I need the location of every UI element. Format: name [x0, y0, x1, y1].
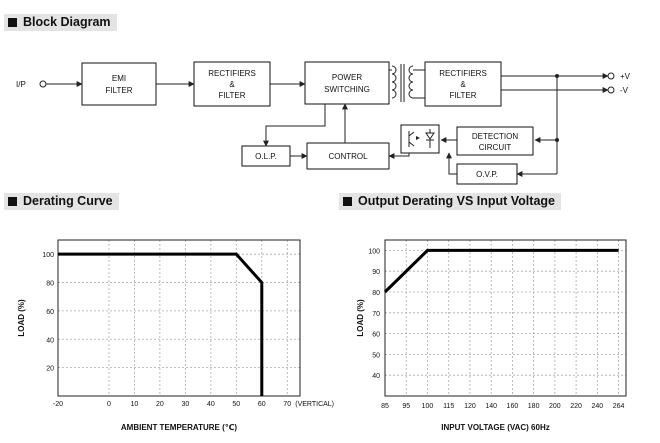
- chart-grid: [385, 240, 626, 396]
- emi-filter-label-2: FILTER: [106, 86, 133, 95]
- x-tick-labels: 85 95 100 115 120 140 160 180 200 220 240 264: [381, 403, 624, 410]
- x-axis-label: AMBIENT TEMPERATURE (℃): [121, 423, 238, 432]
- x-extra-label: (VERTICAL): [295, 401, 334, 408]
- x-tick-label: 240: [591, 403, 603, 410]
- y-tick-label: 80: [372, 290, 380, 297]
- bullet-square-icon: [343, 197, 352, 206]
- wire: [446, 152, 457, 175]
- wire: [388, 153, 410, 159]
- y-tick-label: 40: [46, 337, 54, 344]
- output-negative-terminal: [607, 86, 615, 94]
- emi-filter-block: [81, 62, 157, 106]
- y-tick-label: 60: [46, 309, 54, 316]
- x-axis-label: INPUT VOLTAGE (VAC) 60Hz: [441, 423, 549, 432]
- x-tick-label: 200: [549, 403, 561, 410]
- x-tick-label: 100: [422, 403, 434, 410]
- output-positive-label: +V: [620, 72, 631, 81]
- block-diagram-header: Block Diagram: [4, 14, 117, 31]
- power-switching-block: [304, 61, 390, 105]
- x-tick-label: 50: [232, 401, 240, 408]
- rectifiers1-label-1: RECTIFIERS: [208, 69, 256, 78]
- x-tick-label: 115: [443, 403, 454, 410]
- x-tick-label: 160: [507, 403, 519, 410]
- y-tick-labels: 20 40 60 80 100: [42, 252, 54, 372]
- derating-curve-header: Derating Curve: [4, 193, 119, 210]
- derating-line: [383, 248, 619, 294]
- output-derating-header: Output Derating VS Input Voltage: [339, 193, 561, 210]
- photocoupler-icon: [400, 124, 440, 154]
- rectifiers-filter-block-2: [424, 61, 502, 107]
- y-axis-label: LOAD (%): [356, 299, 365, 337]
- x-tick-label: 220: [570, 403, 582, 410]
- y-tick-label: 40: [372, 373, 380, 380]
- control-label: CONTROL: [328, 152, 368, 161]
- x-tick-label: 140: [485, 403, 497, 410]
- x-tick-label: 60: [258, 401, 266, 408]
- y-tick-label: 100: [42, 252, 54, 259]
- bullet-square-icon: [8, 197, 17, 206]
- plot-frame: [384, 239, 627, 397]
- power-switching-label-2: SWITCHING: [324, 85, 370, 94]
- rectifiers2-label-3: FILTER: [450, 91, 477, 100]
- x-tick-label: 120: [464, 403, 476, 410]
- derating-line: [58, 252, 264, 396]
- x-tick-label: 264: [613, 403, 625, 410]
- plot-frame: [57, 239, 301, 397]
- y-axis-label: LOAD (%): [17, 299, 26, 337]
- y-tick-label: 50: [372, 352, 380, 359]
- y-tick-labels: 40 50 60 70 80 90 100: [368, 248, 380, 380]
- y-tick-label: 80: [46, 281, 54, 288]
- wire: [263, 104, 326, 147]
- y-tick-label: 60: [372, 332, 380, 339]
- output-positive-terminal: [607, 72, 615, 80]
- output-derating-title: Output Derating VS Input Voltage: [358, 194, 555, 208]
- rectifiers1-label-2: &: [229, 80, 235, 89]
- block-diagram-title: Block Diagram: [23, 15, 111, 29]
- x-tick-label: 40: [207, 401, 215, 408]
- olp-label: O.L.P.: [255, 152, 277, 161]
- x-tick-label: 20: [156, 401, 164, 408]
- output-negative-label: -V: [620, 86, 629, 95]
- detection-label-2: CIRCUIT: [479, 143, 512, 152]
- emi-filter-label-1: EMI: [112, 74, 126, 83]
- detection-circuit-block: [456, 126, 534, 156]
- x-tick-labels: -20 0 10 20 30 40 50 60 70: [53, 401, 291, 408]
- transformer-icon: [391, 64, 414, 102]
- block-diagram: I/P EMI FILTER RECTIFIERS & FILTER POWER…: [16, 61, 631, 185]
- bullet-square-icon: [8, 18, 17, 27]
- ovp-label: O.V.P.: [476, 170, 498, 179]
- input-label: I/P: [16, 80, 26, 89]
- x-tick-label: 0: [107, 401, 111, 408]
- y-tick-label: 90: [372, 269, 380, 276]
- x-tick-label: 95: [402, 403, 410, 410]
- control-block: [306, 142, 390, 170]
- y-tick-label: 100: [368, 248, 380, 255]
- rectifiers2-label-2: &: [460, 80, 466, 89]
- x-tick-label: 180: [528, 403, 540, 410]
- derating-curve-title: Derating Curve: [23, 194, 113, 208]
- power-switching-label-1: POWER: [332, 73, 362, 82]
- rectifiers1-label-3: FILTER: [219, 91, 246, 100]
- x-tick-label: 30: [181, 401, 189, 408]
- x-tick-label: 10: [131, 401, 139, 408]
- chart-grid: [58, 240, 300, 396]
- input-terminal: [39, 80, 47, 88]
- rectifiers2-label-1: RECTIFIERS: [439, 69, 487, 78]
- x-tick-label: 85: [381, 403, 389, 410]
- y-tick-label: 70: [372, 311, 380, 318]
- y-tick-label: 20: [46, 366, 54, 373]
- x-tick-label: 70: [283, 401, 291, 408]
- x-tick-label: -20: [53, 401, 63, 408]
- detection-label-1: DETECTION: [472, 132, 518, 141]
